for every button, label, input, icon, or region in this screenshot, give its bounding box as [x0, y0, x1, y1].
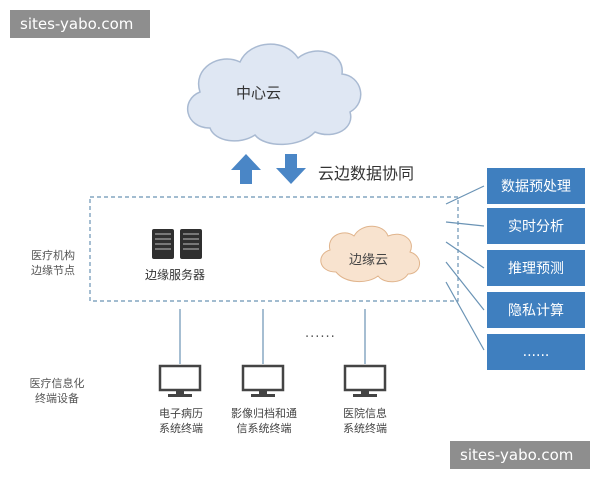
- monitor-icon: [241, 364, 285, 397]
- function-box-realtime-analysis: 实时分析: [487, 208, 585, 244]
- terminal-label: 医院信息 系统终端: [329, 406, 401, 436]
- server-icon: [152, 229, 202, 259]
- terminal-label-line1: 电子病历: [159, 407, 203, 420]
- down-arrow-icon: [276, 154, 306, 184]
- edge-node-label-line1: 医疗机构: [31, 249, 75, 262]
- terminal-label-line2: 系统终端: [343, 422, 387, 435]
- terminal-layer-label-line2: 终端设备: [35, 392, 79, 405]
- terminal-layer-label: 医疗信息化 终端设备: [22, 376, 92, 406]
- monitor-icon: [343, 364, 387, 397]
- connector-lines: [445, 185, 485, 351]
- terminal-label-line1: 医院信息: [343, 407, 387, 420]
- terminal-label: 电子病历 系统终端: [145, 406, 217, 436]
- up-arrow-icon: [231, 154, 261, 184]
- edge-node-frame: [89, 196, 459, 302]
- edge-server-label: 边缘服务器: [145, 268, 206, 282]
- function-box-more: ......: [487, 334, 585, 370]
- watermark-bottom: sites-yabo.com: [450, 441, 590, 469]
- edge-cloud-shape: [320, 225, 420, 283]
- terminal-label-line2: 系统终端: [159, 422, 203, 435]
- center-cloud-label: 中心云: [236, 84, 282, 102]
- function-box-privacy-computing: 隐私计算: [487, 292, 585, 328]
- watermark-top: sites-yabo.com: [10, 10, 150, 38]
- terminal-lines: [179, 309, 366, 364]
- monitor-icon: [158, 364, 202, 397]
- edge-node-label-line2: 边缘节点: [31, 264, 75, 277]
- function-box-inference: 推理预测: [487, 250, 585, 286]
- terminal-label: 影像归档和通 信系统终端: [222, 406, 306, 436]
- terminal-layer-label-line1: 医疗信息化: [29, 377, 85, 390]
- terminal-more: ......: [305, 326, 336, 341]
- function-box-preprocessing: 数据预处理: [487, 168, 585, 204]
- terminal-label-line2: 信系统终端: [236, 422, 292, 435]
- center-cloud-shape: [186, 43, 362, 146]
- edge-cloud-label: 边缘云: [349, 253, 389, 268]
- sync-label: 云边数据协同: [318, 164, 415, 183]
- terminal-label-line1: 影像归档和通: [231, 407, 297, 420]
- edge-node-label: 医疗机构 边缘节点: [18, 248, 88, 278]
